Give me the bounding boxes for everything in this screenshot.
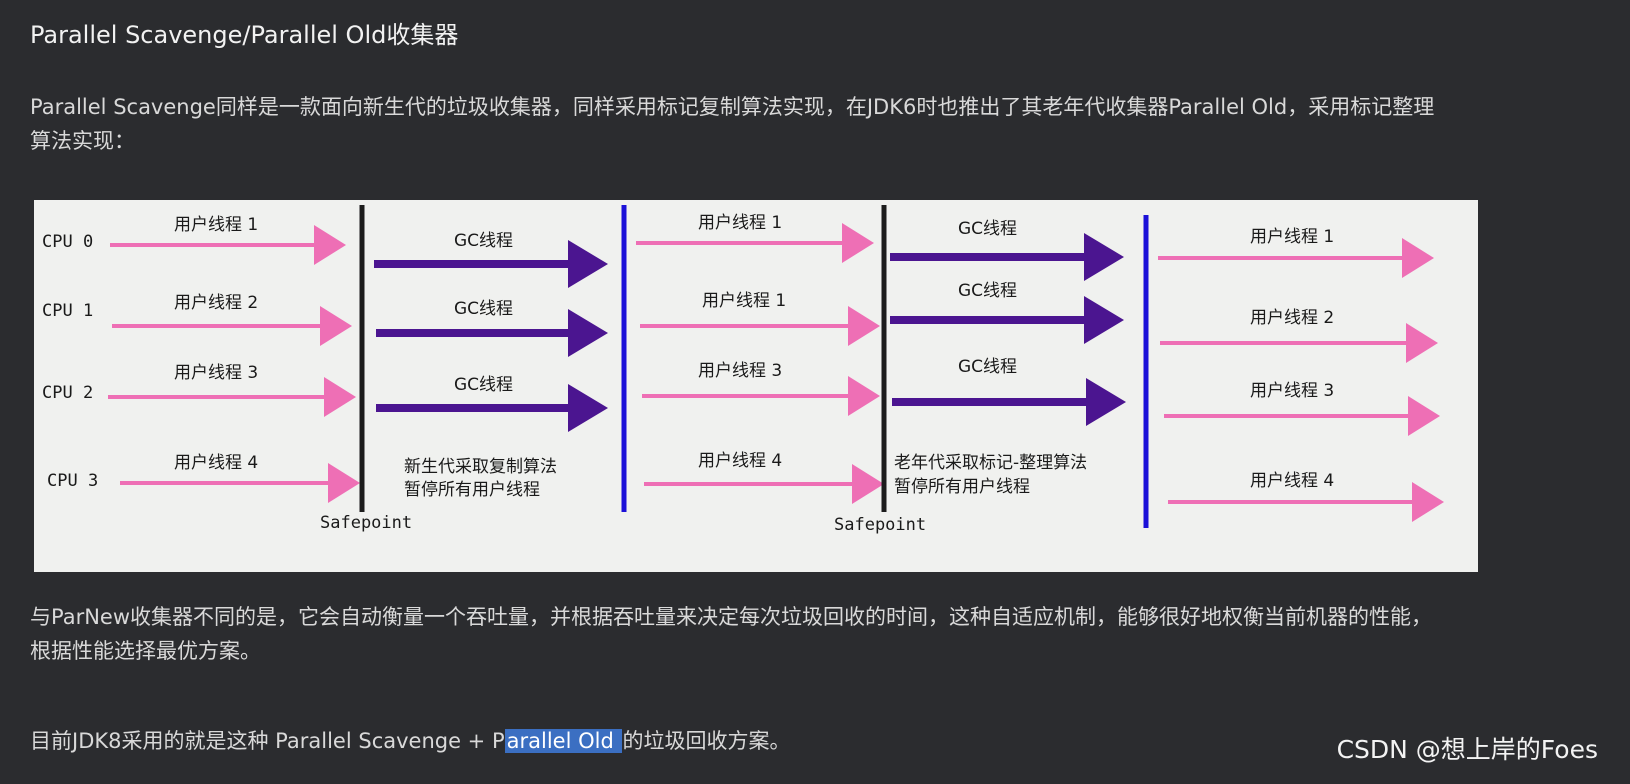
gc1-label-0: GC线程 bbox=[454, 231, 513, 251]
gc2-note-line2: 暂停所有用户线程 bbox=[894, 477, 1030, 497]
phase3-label-0: 用户线程 1 bbox=[1250, 227, 1334, 247]
safepoint-label-1: Safepoint bbox=[320, 513, 412, 533]
phase1-label-1: 用户线程 2 bbox=[174, 293, 258, 313]
gc1-note-line2: 暂停所有用户线程 bbox=[404, 480, 540, 500]
gc1-label-2: GC线程 bbox=[454, 375, 513, 395]
gc2-label-0: GC线程 bbox=[958, 219, 1017, 239]
phase3-label-1: 用户线程 2 bbox=[1250, 308, 1334, 328]
phase2-label-1: 用户线程 1 bbox=[702, 291, 786, 311]
safepoint-label-2: Safepoint bbox=[834, 515, 926, 535]
phase1-label-3: 用户线程 4 bbox=[174, 453, 258, 473]
section-title: Parallel Scavenge/Parallel Old收集器 bbox=[30, 21, 459, 49]
gc1-label-1: GC线程 bbox=[454, 299, 513, 319]
jdk8-paragraph: 目前JDK8采用的就是这种 Parallel Scavenge + Parall… bbox=[30, 724, 1450, 758]
phase1-label-2: 用户线程 3 bbox=[174, 363, 258, 383]
cpu-label-0: CPU 0 bbox=[42, 232, 93, 252]
gc1-note-line1: 新生代采取复制算法 bbox=[404, 457, 557, 477]
phase3-label-3: 用户线程 4 bbox=[1250, 471, 1334, 491]
gc2-label-1: GC线程 bbox=[958, 281, 1017, 301]
intro-paragraph: Parallel Scavenge同样是一款面向新生代的垃圾收集器，同样采用标记… bbox=[30, 95, 1435, 153]
cpu-label-2: CPU 2 bbox=[42, 383, 93, 403]
gc-diagram: CPU 0 CPU 1 CPU 2 CPU 3 用户线程 1 用户线程 2 用户… bbox=[34, 200, 1478, 572]
phase2-label-3: 用户线程 4 bbox=[698, 451, 782, 471]
phase2-label-2: 用户线程 3 bbox=[698, 361, 782, 381]
jdk8-text-before: 目前JDK8采用的就是这种 Parallel Scavenge + P bbox=[30, 729, 505, 753]
cpu-label-1: CPU 1 bbox=[42, 301, 93, 321]
gc2-note-line1: 老年代采取标记-整理算法 bbox=[894, 453, 1087, 473]
gc-diagram-svg: CPU 0 CPU 1 CPU 2 CPU 3 用户线程 1 用户线程 2 用户… bbox=[42, 205, 1444, 535]
phase2-label-0: 用户线程 1 bbox=[698, 213, 782, 233]
csdn-watermark: CSDN @想上岸的Foes bbox=[1336, 735, 1598, 764]
cpu-label-3: CPU 3 bbox=[47, 471, 98, 491]
phase3-label-2: 用户线程 3 bbox=[1250, 381, 1334, 401]
selected-text-highlight[interactable]: arallel Old bbox=[504, 729, 623, 753]
jdk8-text-after: 的垃圾回收方案。 bbox=[622, 729, 791, 753]
phase1-label-0: 用户线程 1 bbox=[174, 215, 258, 235]
adaptive-paragraph: 与ParNew收集器不同的是，它会自动衡量一个吞吐量，并根据吞吐量来决定每次垃圾… bbox=[30, 605, 1433, 663]
gc2-label-2: GC线程 bbox=[958, 357, 1017, 377]
